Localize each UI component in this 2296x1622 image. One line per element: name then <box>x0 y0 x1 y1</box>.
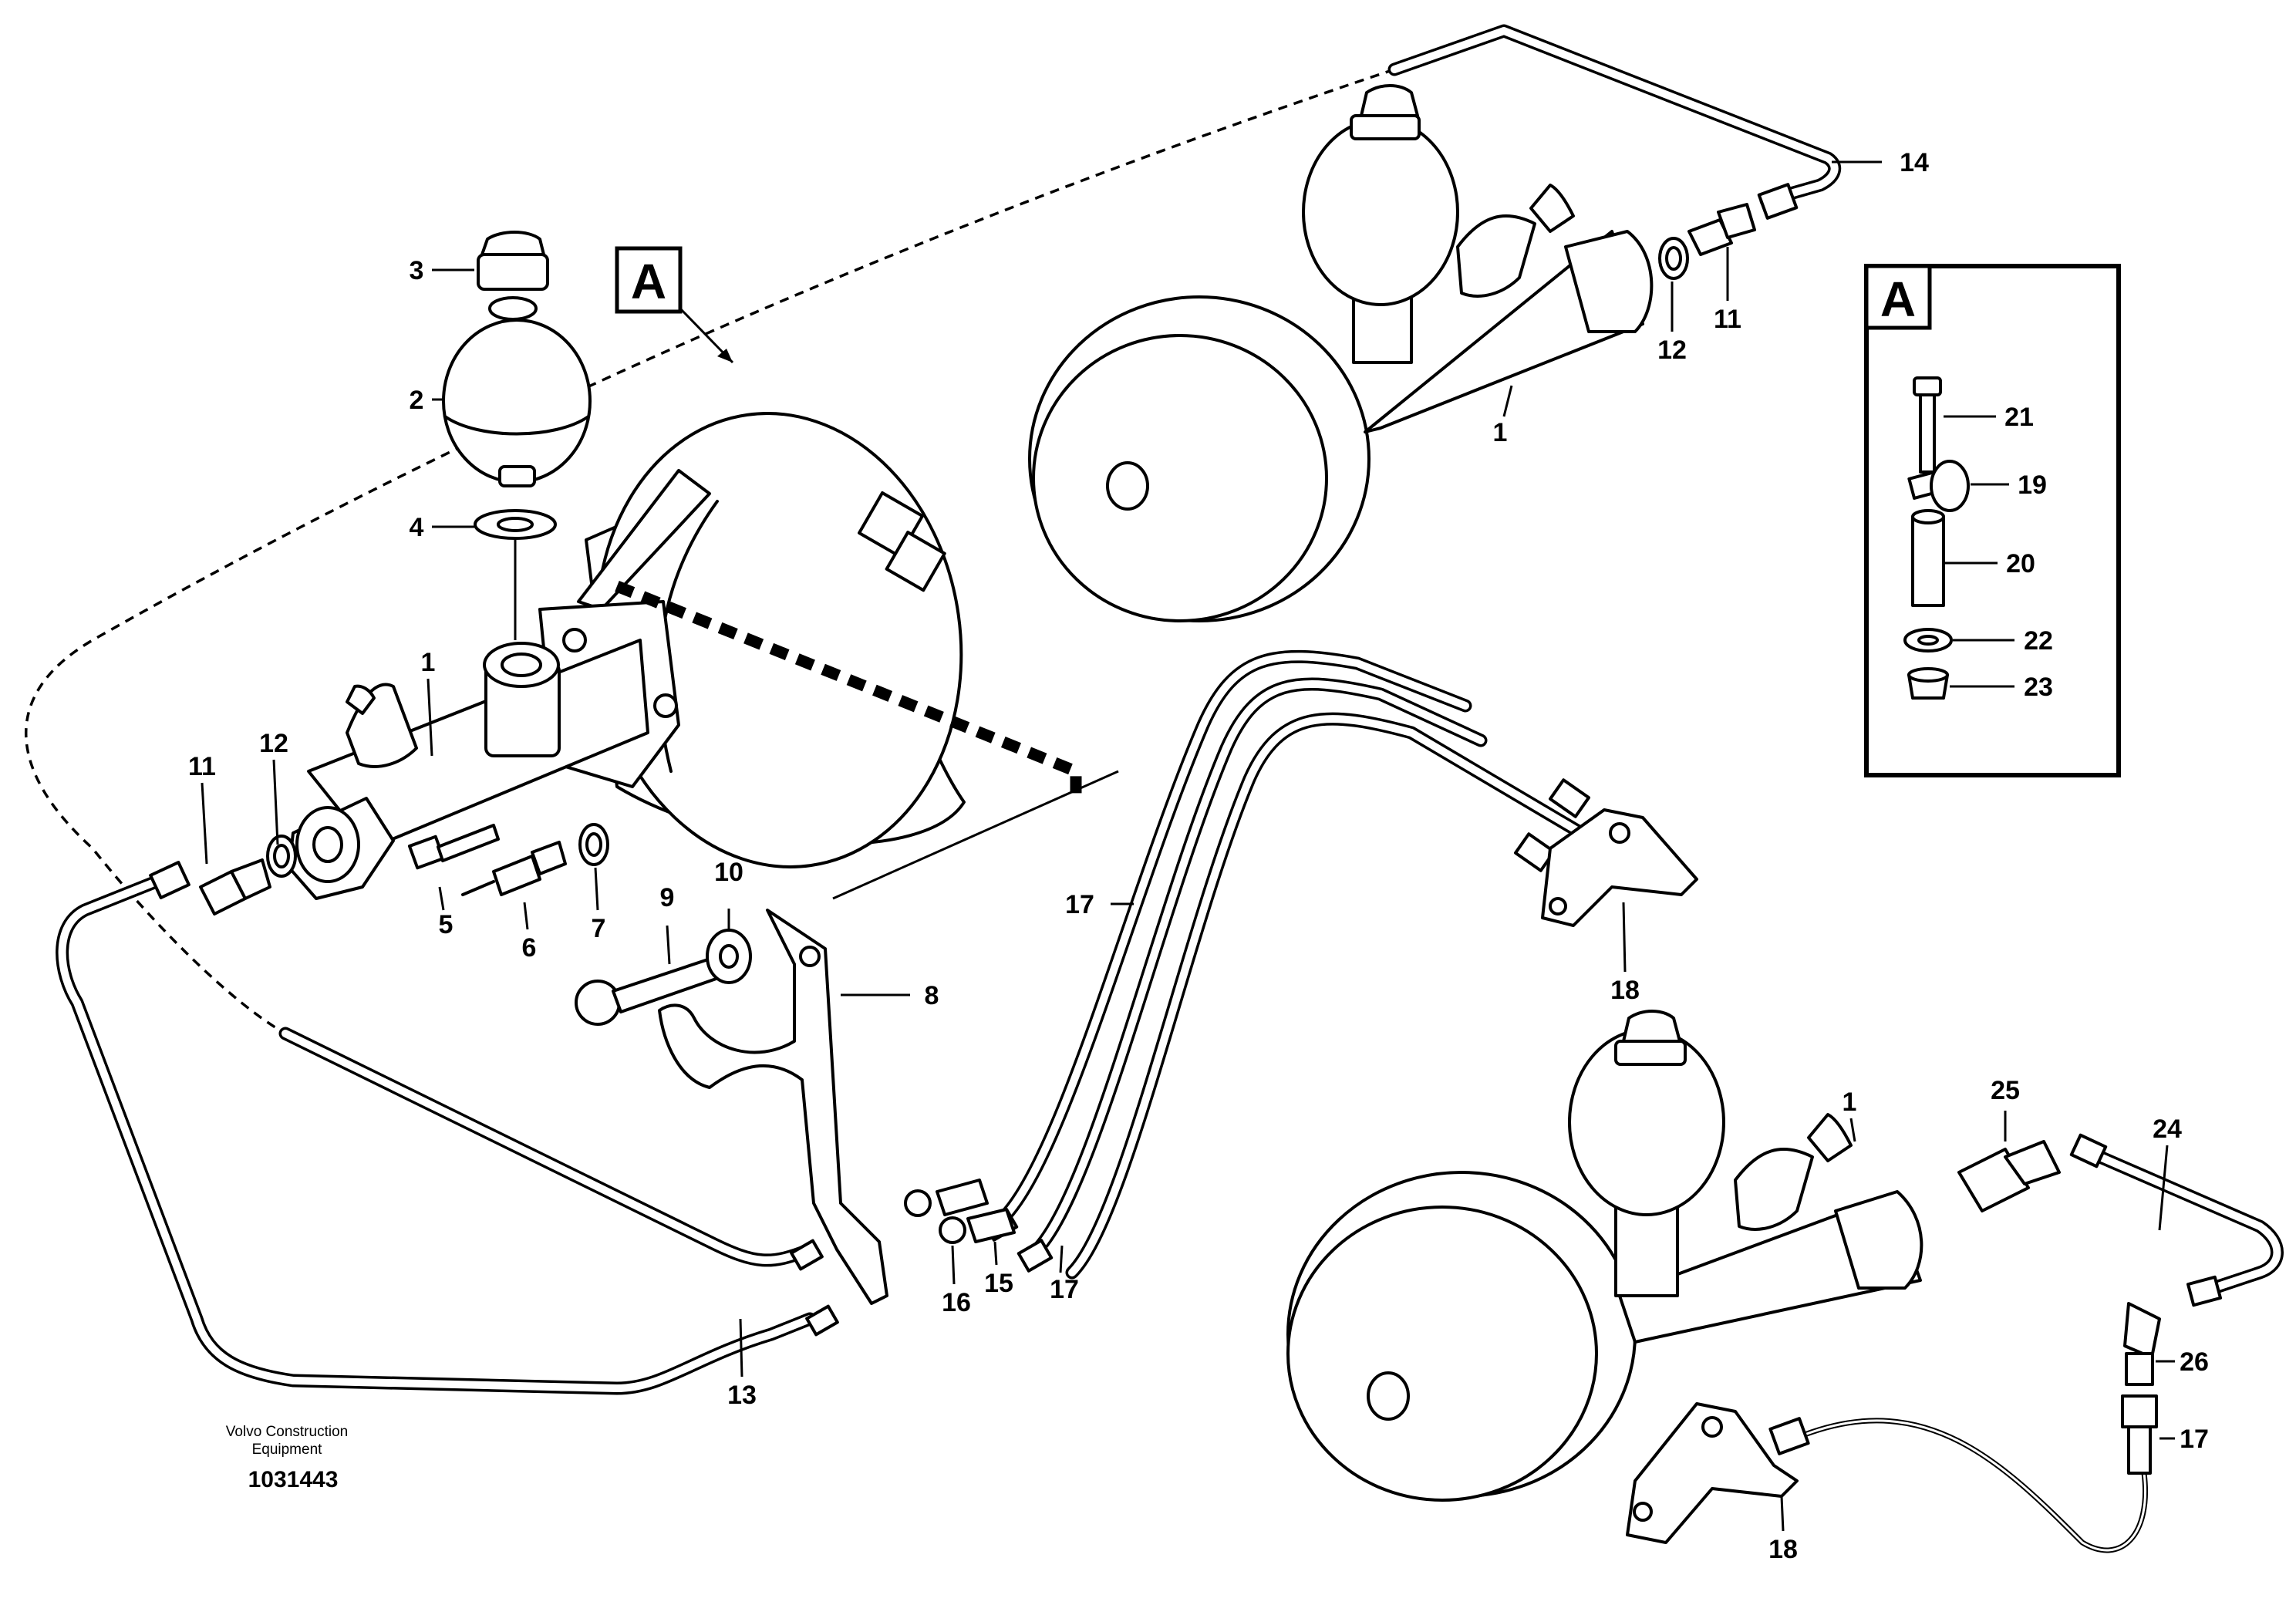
callout-23: 23 <box>2024 673 2053 702</box>
bolt-5 <box>407 824 500 870</box>
washer-10 <box>706 929 752 984</box>
bracket-18-upper <box>1541 808 1698 927</box>
callout-13: 13 <box>727 1381 757 1410</box>
callout-4: 4 <box>410 513 424 542</box>
elbow-26 <box>2121 1302 2161 1475</box>
reservoir-assembly <box>442 231 592 640</box>
maker-line-1: Volvo Construction <box>226 1424 348 1440</box>
callout-9: 9 <box>660 883 675 912</box>
callout-17-middle: 17 <box>1050 1275 1079 1304</box>
brake-pipe-24 <box>2075 1142 2284 1295</box>
callout-1-left: 1 <box>421 648 436 677</box>
screw-9 <box>575 955 727 1026</box>
bleeder-6 <box>461 841 567 896</box>
callout-10: 10 <box>714 858 743 887</box>
bracket-8 <box>658 909 888 1305</box>
callout-5: 5 <box>439 910 453 939</box>
callout-12-left: 12 <box>259 729 288 758</box>
callout-12-right: 12 <box>1657 336 1687 365</box>
master-cylinder-left <box>288 469 711 900</box>
elbow-25 <box>1957 1140 2061 1212</box>
brake-booster <box>585 412 966 868</box>
inset-view-letter: A <box>1880 271 1916 327</box>
callout-1-top: 1 <box>1493 418 1508 447</box>
master-cylinder-bottom <box>1286 1010 1923 1502</box>
seal-7 <box>578 823 609 866</box>
maker-line-2: Equipment <box>252 1442 323 1458</box>
callout-labels: 3 2 4 1 11 12 5 6 7 9 10 8 1 12 11 14 17… <box>188 148 2209 1564</box>
booster-section-line <box>615 581 1082 794</box>
callout-17-upper: 17 <box>1065 890 1094 919</box>
callout-26: 26 <box>2180 1347 2209 1377</box>
callout-18-upper: 18 <box>1610 976 1640 1005</box>
callout-1-bottom: 1 <box>1843 1088 1857 1117</box>
callout-11-left: 11 <box>188 752 216 781</box>
hose-17-bottom <box>1802 1418 2148 1553</box>
callout-7: 7 <box>592 914 606 943</box>
callout-2: 2 <box>410 386 424 415</box>
union-11-right <box>1687 203 1756 256</box>
callout-19: 19 <box>2018 470 2047 500</box>
union-11-left <box>199 858 271 916</box>
brake-pipes-17 <box>996 649 1588 1280</box>
pipe-fittings <box>149 183 2223 1337</box>
callout-15: 15 <box>984 1269 1013 1298</box>
callout-8: 8 <box>925 981 939 1010</box>
leader-lines <box>201 160 2175 1532</box>
callout-3: 3 <box>410 256 424 285</box>
detail-inset-a: A <box>1864 264 2121 777</box>
bracket-18-lower <box>1626 1402 1810 1544</box>
brake-pipe-13 <box>56 872 817 1395</box>
callout-6: 6 <box>522 933 537 963</box>
callout-25: 25 <box>1991 1076 2020 1105</box>
callout-18-lower: 18 <box>1768 1535 1798 1564</box>
callout-20: 20 <box>2006 549 2035 578</box>
seal-12-right <box>1658 237 1689 280</box>
detail-view-letter: A <box>631 254 666 309</box>
unions-15-16 <box>904 1179 1016 1244</box>
callout-22: 22 <box>2024 626 2053 656</box>
detail-view-marker: A <box>615 246 734 364</box>
callout-24: 24 <box>2153 1114 2182 1144</box>
callout-11-right: 11 <box>1714 305 1741 334</box>
detail-dashed-outline <box>25 68 1395 1035</box>
callout-21: 21 <box>2004 403 2034 432</box>
callout-17-lower: 17 <box>2180 1425 2209 1454</box>
brake-pipe-14 <box>1387 24 1842 207</box>
master-cylinder-top <box>1028 84 1654 622</box>
callout-14: 14 <box>1900 148 1929 177</box>
callout-16: 16 <box>942 1288 971 1317</box>
document-number: 1031443 <box>248 1467 339 1492</box>
footer: Volvo Construction Equipment 1031443 <box>226 1424 348 1492</box>
seal-12-left <box>266 835 297 878</box>
